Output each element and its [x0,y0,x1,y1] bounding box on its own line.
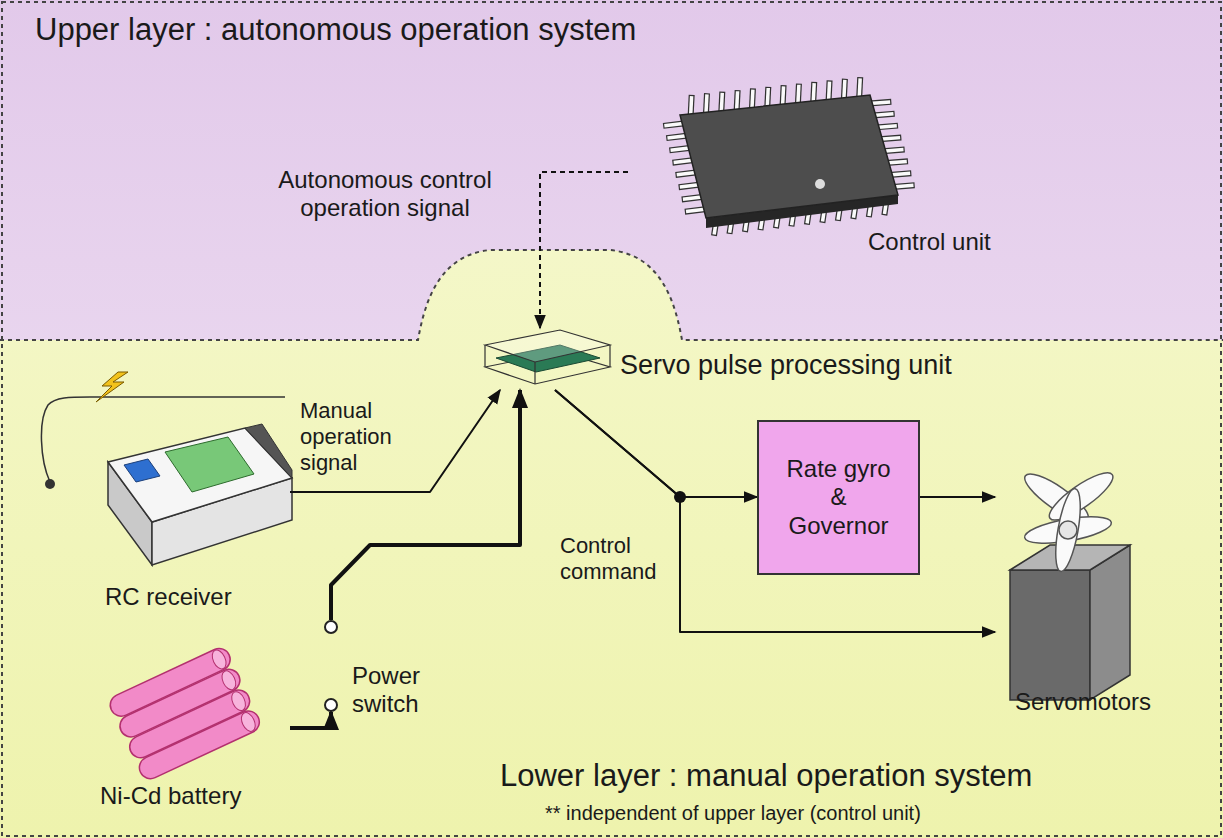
layer-title: Lower layer : manual operation system [500,758,1032,795]
battery-cells [107,645,263,782]
lower-ground [0,250,1223,838]
signal-label: Manual operation signal [300,398,415,476]
layer-band: Upper layer : autonomous operation syste… [0,0,1223,340]
chip-body [680,95,898,218]
radio-bolt [96,372,128,402]
device-label: Ni-Cd battery [100,782,241,810]
process-box: Rate gyro & Governor [757,420,920,575]
layer-boundary [0,250,1223,340]
motor-front [1010,570,1090,700]
chip-pins [663,77,915,236]
chip-dot [815,179,825,189]
layer-note: ** independent of upper layer (control u… [545,802,921,826]
servo-unit-top [485,330,610,362]
layer-title: Upper layer : autonomous operation syste… [35,12,636,49]
servomotors: Servomotors [995,470,1210,730]
box-label: Rate gyro & Governor [783,455,895,540]
device-label: RC receiver [105,583,232,611]
control-unit: Control unit [628,78,1028,278]
signal-arrow [290,390,500,492]
signal-arrow [555,390,757,497]
receiver-button [124,459,160,482]
signal-label: Control command [560,533,670,585]
switch-terminal [325,621,337,633]
unit-label: Servo pulse processing unit [620,350,952,382]
signal-label: Autonomous control operation signal [250,166,520,223]
power-switch: Power switch [320,620,342,712]
switch-label: Power switch [352,662,432,719]
antenna-knob [45,479,55,489]
device-label: Servomotors [1015,688,1151,716]
servo-unit-edges [485,345,610,384]
servo-pulse-unit: Servo pulse processing unit [478,328,614,390]
receiver-end [245,424,292,478]
battery: Ni-Cd battery [90,630,290,820]
switch-terminal [325,699,337,711]
propeller [1019,466,1118,573]
unit-label: Control unit [868,228,991,256]
signal-arrow [555,390,995,632]
receiver-screen [165,437,254,492]
rc-receiver: RC receiver [100,415,290,615]
motor-side [1090,545,1130,700]
signal-arrow [540,172,628,328]
signal-arrow [920,496,995,498]
power-line [290,712,331,728]
